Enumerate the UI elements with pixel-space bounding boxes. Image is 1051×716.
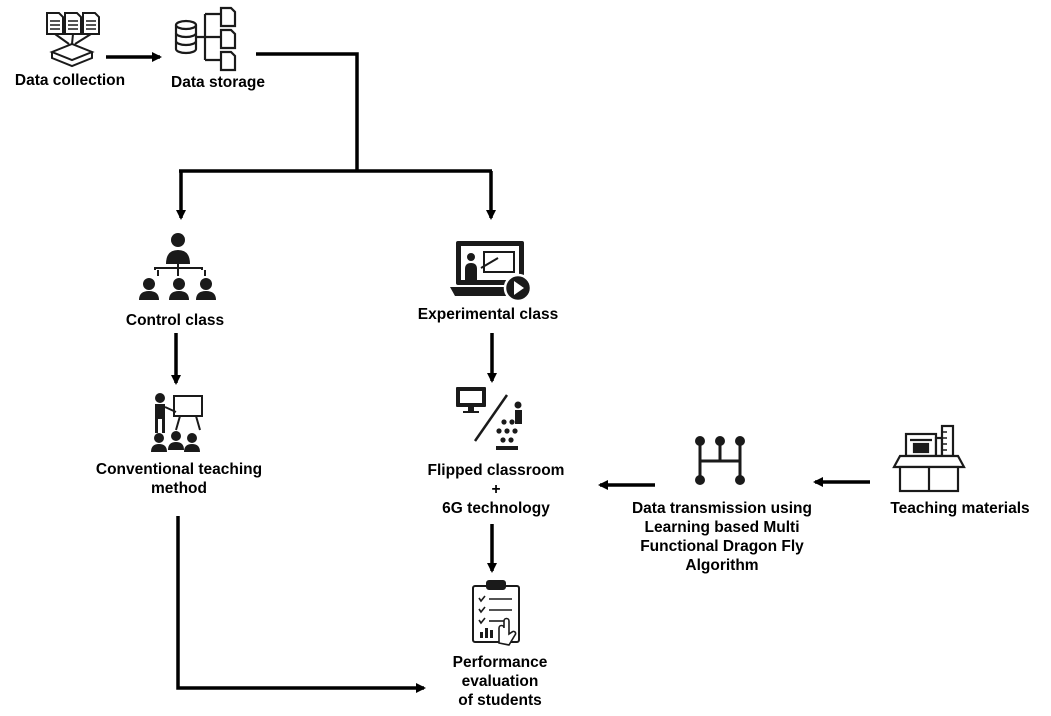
flipped-classroom-line3: 6G technology (442, 500, 550, 517)
data-transmission-line1: Data transmission using (631, 500, 812, 517)
data-storage-label: Data storage (171, 74, 265, 91)
teaching-materials-label: Teaching materials (890, 500, 1030, 517)
data-transmission-label: Data transmission using Learning based M… (612, 499, 832, 575)
performance-evaluation-line1: Performance (452, 654, 548, 671)
flipped-classroom-line1: Flipped classroom (427, 462, 565, 479)
transmission-network-icon (695, 436, 745, 485)
hierarchy-people-icon (139, 233, 216, 300)
performance-evaluation-line3: of students (458, 692, 542, 709)
data-collection-label: Data collection (14, 72, 126, 89)
performance-evaluation-label: Performance evaluation of students (420, 653, 580, 710)
flipped-classroom-line2: + (491, 481, 501, 498)
books-box-icon (892, 424, 966, 493)
conventional-teaching-label: Conventional teaching method (74, 460, 284, 498)
presenter-audience-icon (151, 393, 203, 452)
data-transmission-line3: Functional Dragon Fly (640, 538, 804, 555)
data-transmission-line4: Algorithm (685, 557, 759, 574)
database-tree-icon (174, 6, 237, 72)
conventional-teaching-line2: method (151, 480, 207, 497)
experimental-class-label: Experimental class (417, 306, 559, 323)
flipped-classroom-icon (456, 387, 522, 450)
clipboard-checklist-icon (472, 580, 520, 646)
documents-to-tray-icon (46, 12, 100, 68)
conventional-teaching-line1: Conventional teaching (95, 461, 263, 478)
laptop-lecture-icon (450, 241, 533, 303)
connector-storage-branch (256, 52, 359, 171)
performance-evaluation-line2: evaluation (461, 673, 539, 690)
arrow-conventional-to-performance (176, 516, 426, 693)
flipped-classroom-label: Flipped classroom + 6G technology (408, 461, 584, 518)
control-class-label: Control class (125, 312, 225, 329)
data-transmission-line2: Learning based Multi (644, 519, 800, 536)
